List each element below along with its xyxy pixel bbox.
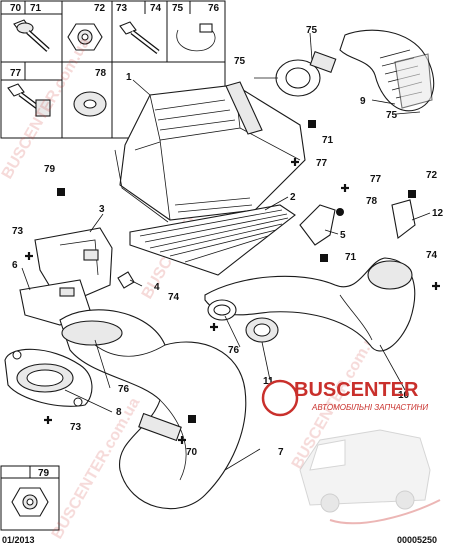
leader-lines bbox=[21, 32, 431, 471]
coupling-ring bbox=[245, 317, 279, 343]
callout-1: 1 bbox=[126, 72, 132, 83]
hose-clamp-icon bbox=[176, 23, 216, 52]
bolt-washer-icon bbox=[13, 19, 50, 52]
callout-78: 78 bbox=[366, 196, 378, 207]
flex-hose-upper bbox=[339, 29, 435, 112]
buscenter-logo: BUSCENTER АВТОМОБІЛЬНІ ЗАПЧАСТИНИ bbox=[261, 379, 428, 417]
callout-2: 2 bbox=[290, 192, 296, 203]
logo-subtitle: АВТОМОБІЛЬНІ ЗАПЧАСТИНИ bbox=[311, 403, 428, 412]
callout-76a: 76 bbox=[228, 345, 240, 356]
filter-element bbox=[129, 204, 296, 276]
air-filter-housing bbox=[114, 81, 306, 223]
hex-nut-icon bbox=[11, 487, 49, 517]
bolt-clip-icon bbox=[7, 83, 51, 117]
callout-75c: 75 bbox=[386, 110, 398, 121]
callout-73b: 73 bbox=[70, 422, 82, 433]
callout-72: 72 bbox=[426, 170, 438, 181]
legend-label-74: 74 bbox=[150, 3, 162, 14]
markers bbox=[25, 120, 440, 444]
hose-clamp-part bbox=[207, 299, 237, 321]
intake-hose-right bbox=[204, 257, 416, 352]
callout-labels: 1 2 3 4 5 6 7 8 9 10 11 12 70 71 71 72 7… bbox=[12, 25, 444, 458]
legend-label-72: 72 bbox=[94, 3, 106, 14]
callout-75a: 75 bbox=[306, 25, 318, 36]
footer-code: 00005250 bbox=[397, 535, 437, 545]
callout-10: 10 bbox=[398, 390, 410, 401]
legend-label-78: 78 bbox=[95, 68, 107, 79]
legend-label-76: 76 bbox=[208, 3, 220, 14]
legend-label-75: 75 bbox=[172, 3, 184, 14]
flat-washer-icon bbox=[73, 91, 107, 117]
callout-5: 5 bbox=[340, 230, 346, 241]
callout-71a: 71 bbox=[322, 135, 334, 146]
callout-74a: 74 bbox=[168, 292, 180, 303]
callout-79: 79 bbox=[44, 164, 56, 175]
callout-73a: 73 bbox=[12, 226, 24, 237]
hose-clip-small bbox=[117, 271, 135, 289]
callout-11: 11 bbox=[263, 376, 274, 387]
flange-nut-icon bbox=[67, 23, 103, 51]
callout-77b: 77 bbox=[370, 174, 382, 185]
legend-label-79: 79 bbox=[38, 468, 50, 479]
legend-label-70: 70 bbox=[10, 3, 22, 14]
airflow-meter bbox=[275, 50, 337, 97]
legend-label-77: 77 bbox=[10, 68, 22, 79]
callout-4: 4 bbox=[154, 282, 160, 293]
screw-icon bbox=[119, 21, 160, 54]
callout-71b: 71 bbox=[345, 252, 357, 263]
footer-date: 01/2013 bbox=[2, 535, 35, 545]
intake-duct-lower bbox=[59, 309, 247, 510]
logo-brand: BUSCENTER bbox=[294, 379, 419, 401]
legend-label-73: 73 bbox=[116, 3, 128, 14]
legend-box-79: 79 bbox=[0, 465, 60, 531]
callout-3: 3 bbox=[99, 204, 105, 215]
callout-70: 70 bbox=[186, 447, 198, 458]
bracket-12 bbox=[391, 199, 416, 239]
callout-9: 9 bbox=[360, 96, 366, 107]
callout-8: 8 bbox=[116, 407, 122, 418]
callout-6: 6 bbox=[12, 260, 18, 271]
callout-76b: 76 bbox=[118, 384, 130, 395]
callout-75b: 75 bbox=[234, 56, 246, 67]
van-silhouette bbox=[299, 429, 441, 525]
callout-12: 12 bbox=[432, 208, 444, 219]
callout-74b: 74 bbox=[426, 250, 438, 261]
callout-7: 7 bbox=[278, 447, 284, 458]
callout-77a: 77 bbox=[316, 158, 328, 169]
legend-grid: 70 71 72 73 74 75 76 77 78 bbox=[0, 0, 226, 139]
legend-label-71: 71 bbox=[30, 3, 42, 14]
bracket-5 bbox=[299, 204, 336, 246]
